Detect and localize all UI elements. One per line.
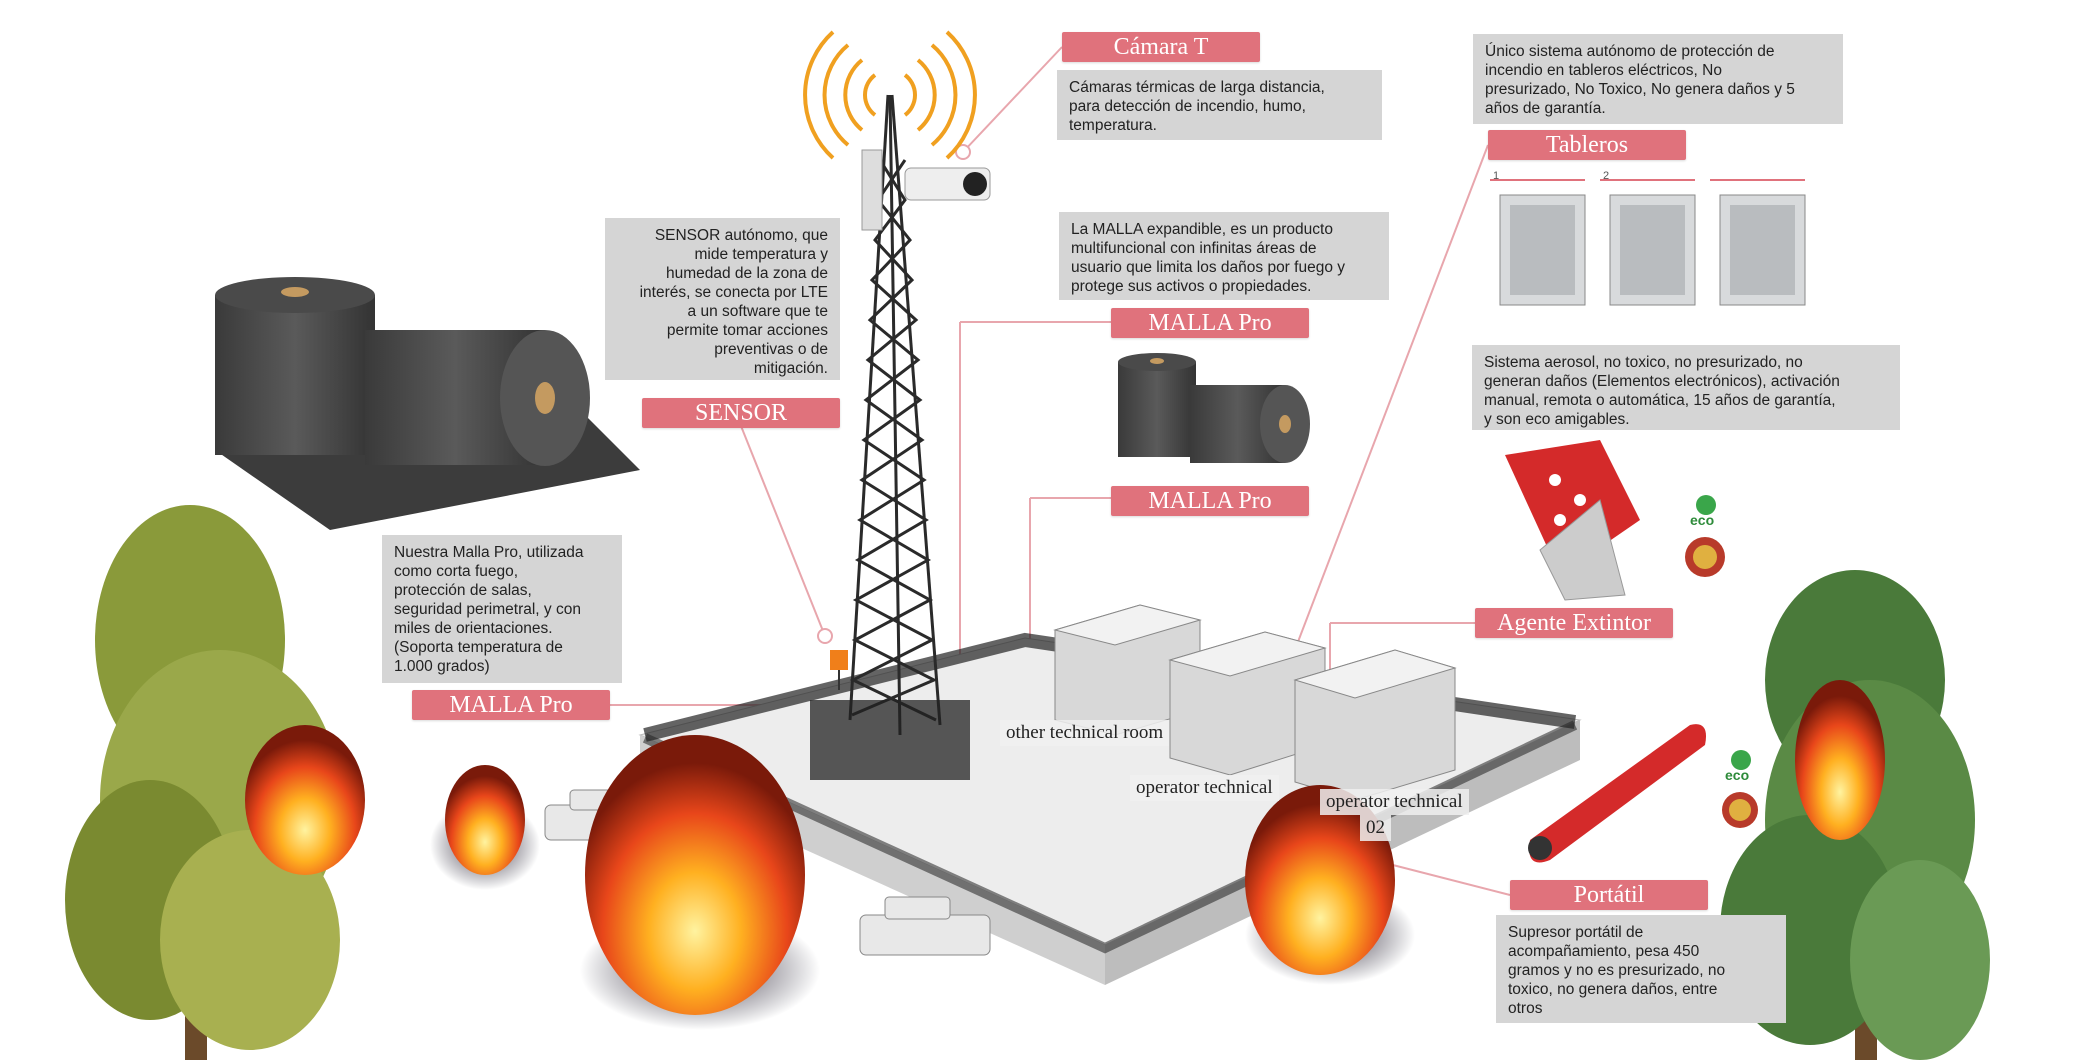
room-label-1: other technical room [1000,720,1170,746]
desc-tableros: Único sistema autónomo de protección de … [1473,34,1843,124]
panel-number-1: 1 [1493,170,1500,182]
label-sensor: SENSOR [642,398,840,428]
desc-agente: Sistema aerosol, no toxico, no presuriza… [1472,345,1900,430]
eco-badge-text-2: eco [1725,767,1750,783]
label-tableros: Tableros [1488,130,1686,160]
label-agente-extintor: Agente Extintor [1475,608,1673,638]
thermal-camera-icon [861,149,991,231]
electrical-panels [1490,179,1806,306]
sensor-device-icon [830,650,848,690]
fires [245,680,1885,1030]
desc-portatil: Supresor portátil de acompañamiento, pes… [1496,915,1786,1023]
label-camara: Cámara T [1062,32,1260,62]
malla-roll-large [215,277,640,530]
portable-suppressor-icon [1528,724,1706,863]
label-malla-pro-center-top: MALLA Pro [1111,308,1309,338]
desc-camara: Cámaras térmicas de larga distancia, par… [1057,70,1382,140]
technical-rooms [1053,604,1457,801]
malla-roll-small [1118,353,1310,463]
aerosol-extinguisher-icon [1505,440,1640,601]
eco-badges [1685,495,1758,828]
room-label-3: operator technical [1320,789,1469,815]
room-label-3-number: 02 [1360,815,1391,841]
panel-number-2: 2 [1603,170,1610,182]
tree-left [65,505,340,1060]
radio-waves-icon [803,30,977,160]
desc-malla: La MALLA expandible, es un producto mult… [1059,212,1389,300]
label-malla-pro-left: MALLA Pro [412,690,610,720]
room-label-2: operator technical [1130,775,1279,801]
label-portatil: Portátil [1510,880,1708,910]
lattice-tower [810,94,970,780]
eco-badge-text-1: eco [1690,512,1715,528]
label-malla-pro-center-bottom: MALLA Pro [1111,486,1309,516]
desc-sensor: SENSOR autónomo, que mide temperatura y … [605,218,840,380]
desc-malla-left: Nuestra Malla Pro, utilizada como corta … [382,535,622,683]
